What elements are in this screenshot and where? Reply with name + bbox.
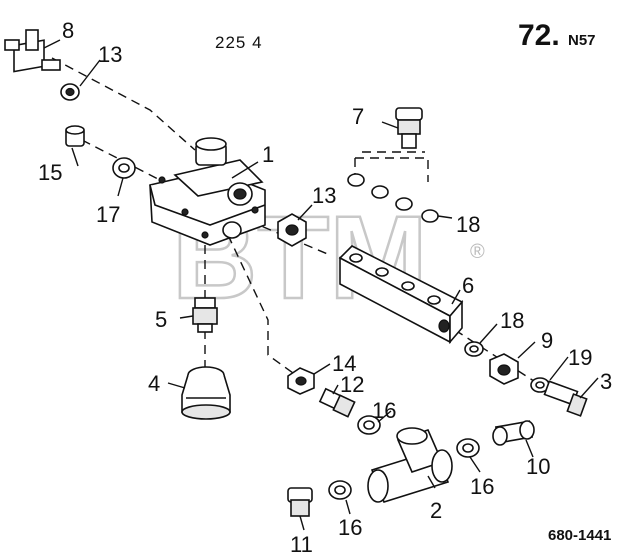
part-18-washer <box>464 341 484 357</box>
leader-lines <box>43 39 599 531</box>
callout-10: 10 <box>526 454 550 479</box>
callout-7: 7 <box>352 104 364 129</box>
part-13-ring-upper <box>60 83 80 101</box>
part-16-washer-b <box>456 438 480 458</box>
watermark-registered-mark: ® <box>470 241 485 263</box>
part-13-nut <box>277 213 307 247</box>
page-suffix: N57 <box>568 32 596 49</box>
drawing-code: 225 4 <box>215 33 263 52</box>
part-19-washer <box>530 377 550 393</box>
part-9-nut <box>489 353 519 385</box>
drawing-number: 680-1441 <box>548 527 611 544</box>
callout-18-lower: 18 <box>500 308 524 333</box>
callout-8: 8 <box>62 18 74 43</box>
callout-18-upper: 18 <box>456 212 480 237</box>
callout-labels: 8 13 15 17 1 7 13 18 6 5 4 14 12 16 18 9… <box>38 18 612 557</box>
callout-13-upper: 13 <box>98 42 122 67</box>
part-5-fitting <box>192 297 218 333</box>
part-16-washer-a <box>357 415 381 435</box>
callout-4: 4 <box>148 371 160 396</box>
part-1-valve-body <box>149 137 266 246</box>
part-8-tee-fitting <box>4 29 61 73</box>
callout-5: 5 <box>155 307 167 332</box>
part-18-seal-rings <box>347 173 439 223</box>
part-10-fitting <box>492 420 535 446</box>
callout-6: 6 <box>462 273 474 298</box>
part-4-silencer <box>181 366 231 420</box>
part-17-washer <box>112 157 136 179</box>
callout-13-nut: 13 <box>312 183 336 208</box>
callout-12: 12 <box>340 372 364 397</box>
callout-17: 17 <box>96 202 120 227</box>
callout-16-a: 16 <box>372 398 396 423</box>
part-6-manifold-block <box>338 245 464 345</box>
part-16-washer-c <box>328 480 352 500</box>
callout-16-b: 16 <box>470 474 494 499</box>
part-7-fitting <box>395 107 423 149</box>
callout-2: 2 <box>430 498 442 523</box>
part-14-nut <box>287 367 315 395</box>
part-12-fitting <box>318 387 356 418</box>
page-number: 72. <box>518 19 560 52</box>
callout-16-c: 16 <box>338 515 362 540</box>
part-11-fitting <box>287 487 313 517</box>
callout-9: 9 <box>541 328 553 353</box>
callout-11: 11 <box>290 532 313 557</box>
callout-3: 3 <box>600 369 612 394</box>
part-3-banjo-bolt <box>543 380 588 417</box>
callout-15: 15 <box>38 160 62 185</box>
part-2-tee-pipe <box>367 427 453 503</box>
callout-1: 1 <box>262 142 274 167</box>
callout-14: 14 <box>332 351 356 376</box>
callout-19: 19 <box>568 345 592 370</box>
part-15-plug <box>65 125 85 147</box>
